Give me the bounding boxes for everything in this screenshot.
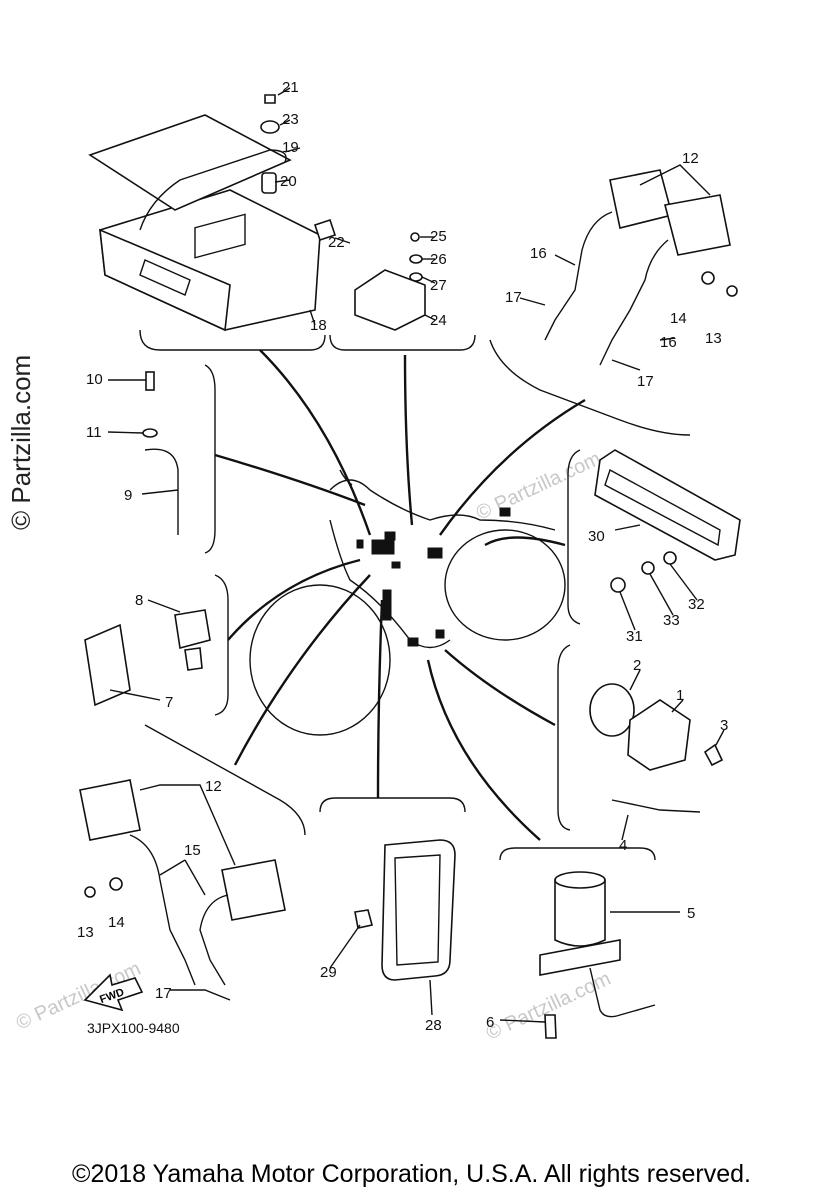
callout-15: 15 — [184, 842, 201, 859]
callout-18: 18 — [310, 317, 327, 334]
part-25-screw — [410, 232, 420, 242]
callout-14-bottom: 14 — [108, 914, 125, 931]
callout-3: 3 — [720, 717, 728, 734]
ecu-unit — [88, 114, 321, 332]
callout-27: 27 — [430, 277, 447, 294]
callout-33: 33 — [663, 612, 680, 629]
fwd-arrow: FWD — [83, 973, 144, 1012]
part-21-screw — [264, 94, 276, 104]
part-2-oring — [589, 683, 635, 737]
ignition-coils-bottom — [79, 779, 286, 986]
reflector-rear — [594, 449, 741, 593]
part-26-collar — [409, 254, 423, 264]
part-23-damper — [260, 120, 280, 134]
callout-7: 7 — [165, 694, 173, 711]
motorcycle-outline — [249, 469, 566, 736]
callout-17-top: 17 — [505, 289, 522, 306]
callout-20: 20 — [280, 173, 297, 190]
part-20-spacer — [261, 172, 277, 194]
sensors-left — [84, 609, 211, 707]
callout-28: 28 — [425, 1017, 442, 1034]
callout-21: 21 — [282, 79, 299, 96]
ecu-location-mark — [371, 539, 395, 555]
part-10-bolt — [145, 371, 155, 391]
callout-31: 31 — [626, 628, 643, 645]
leader-lines — [214, 349, 586, 841]
part-33-washer — [641, 561, 655, 575]
callout-1: 1 — [676, 687, 684, 704]
callout-16-mid: 16 — [660, 334, 677, 351]
callout-12-bottom: 12 — [205, 778, 222, 795]
callout-13-bottom: 13 — [77, 924, 94, 941]
fuel-solenoid — [539, 871, 656, 1039]
callout-11: 11 — [86, 424, 102, 441]
callout-14-top: 14 — [670, 310, 687, 327]
callout-24: 24 — [430, 312, 447, 329]
callout-8: 8 — [135, 592, 143, 609]
callout-10: 10 — [86, 371, 103, 388]
callout-16-top: 16 — [530, 245, 547, 262]
side-reflector — [354, 839, 456, 981]
position-sensor — [589, 683, 724, 813]
callout-5: 5 — [687, 905, 695, 922]
part-13-screw-bottom — [84, 886, 96, 898]
callout-13-top: 13 — [705, 330, 722, 347]
watermark-left: © Partzilla.com — [6, 355, 36, 530]
part-27-washer — [409, 272, 423, 282]
part-29-nut — [354, 909, 373, 929]
callout-22: 22 — [328, 234, 345, 251]
callout-numbers: 21 23 19 20 22 18 25 26 27 24 12 16 17 1… — [77, 79, 728, 1034]
callout-6: 6 — [486, 1014, 494, 1031]
switch-location-mark — [407, 637, 419, 647]
sensor-location-mark — [382, 589, 392, 621]
callout-25: 25 — [430, 228, 447, 245]
part-32-washer — [663, 551, 677, 565]
watermark-right: © Partzilla.com — [473, 448, 604, 525]
callout-23: 23 — [282, 111, 299, 128]
callout-2: 2 — [633, 657, 641, 674]
callout-19: 19 — [282, 139, 299, 156]
diagram-code: 3JPX100-9480 — [87, 1020, 180, 1036]
relay-unit — [354, 232, 426, 331]
small-mark-2 — [391, 561, 401, 569]
callout-17-mid: 17 — [637, 373, 654, 390]
callout-12-top: 12 — [682, 150, 699, 167]
bracket-and-fasteners — [139, 94, 337, 242]
relay-location-mark — [384, 531, 396, 541]
coil-location-mark — [427, 547, 443, 559]
group-brackets — [139, 329, 691, 861]
part-6-bolt — [544, 1014, 557, 1039]
small-mark-1 — [356, 539, 364, 549]
part-14-washer — [701, 271, 715, 285]
callout-26: 26 — [430, 251, 447, 268]
part-14-washer-bottom — [109, 877, 123, 891]
copyright-footer: ©2018 Yamaha Motor Corporation, U.S.A. A… — [72, 1160, 751, 1188]
part-11-washer — [142, 428, 158, 438]
callout-29: 29 — [320, 964, 337, 981]
part-3-screw — [703, 743, 724, 767]
part-22-clip — [313, 218, 337, 242]
part-31-nut — [610, 577, 626, 593]
callout-30: 30 — [588, 528, 605, 545]
ignition-coils-top — [544, 169, 738, 366]
reflector-location-mark — [499, 507, 511, 517]
callout-9: 9 — [124, 487, 132, 504]
ground-lead — [142, 371, 179, 535]
callout-32: 32 — [688, 596, 705, 613]
callout-17-bottom: 17 — [155, 985, 172, 1002]
part-13-screw — [726, 285, 738, 297]
callout-4: 4 — [619, 837, 627, 854]
pump-location-mark — [435, 629, 445, 639]
callout-leaders — [107, 87, 725, 1023]
